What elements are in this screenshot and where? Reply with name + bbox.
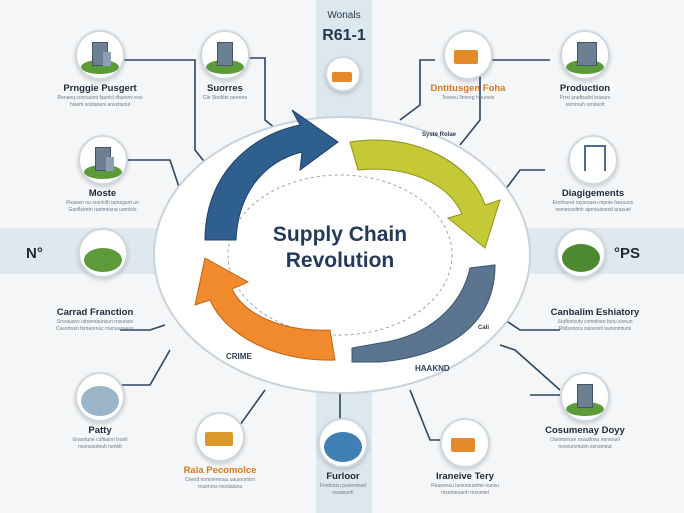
grey-arrow-label: HAAKND xyxy=(415,364,450,373)
node-12-desc-1: Oarotonsue nsautlonu nersouel xyxy=(550,437,620,443)
node-12: Cosumenay Doyy Oarotonsue nsautlonu ners… xyxy=(530,372,640,450)
node-14-title: Furloor xyxy=(326,471,360,482)
node-11-desc-1: Grasrtune cufltalon lsunil xyxy=(72,437,128,443)
node-13: Rala Pecomolce Cnexlt nomoernsuu uausrom… xyxy=(165,412,275,490)
node-5-desc-1: Flxaoen nu rsonlolh tamsgunt un xyxy=(66,200,139,206)
green-hill-icon xyxy=(78,228,128,278)
node-6-desc-2: nsmeoseltnh aprneutonsd arasuel xyxy=(555,207,631,213)
top-small-label: Wonals xyxy=(327,10,361,21)
diagram-title: Supply Chain Revolution xyxy=(238,222,442,274)
node-1: Prnggie Pusgert Renaeq conrsusnt faunlsl… xyxy=(40,30,160,108)
tower-block-icon xyxy=(560,372,610,422)
node-4-desc-2: sxrnrouh reruleolt xyxy=(565,102,605,108)
node-10-desc-2: Rtxlsonoru suioeont sunsnmtumi xyxy=(558,326,632,332)
node-11-desc-2: nsonsooteuh rsmelt xyxy=(78,444,122,450)
node-15-desc-2: msonteuaoh roxnmiel xyxy=(441,490,489,496)
node-15-title: Iraneive Tery xyxy=(436,471,494,482)
left-side-label: N° xyxy=(26,245,43,262)
node-1-title: Prnggie Pusgert xyxy=(63,83,137,94)
node-9-desc-2: Cseortusn fsrneornuc manuunseun xyxy=(55,326,135,332)
node-12-title: Cosumenay Doyy xyxy=(545,425,625,436)
node-7 xyxy=(78,228,128,278)
node-3-desc-1: Tesneu Ilnnerg hlsuneis xyxy=(441,95,495,101)
top-big-label: R61-1 xyxy=(322,27,366,44)
node-10-desc-1: Sruftonsuty cxmolneo tnou siseun xyxy=(557,319,633,325)
title-line-2: Revolution xyxy=(285,249,395,272)
water-tower-icon xyxy=(568,135,618,185)
node-14-desc-1: Frxdonsu pureronuel xyxy=(319,483,367,489)
cargo-container-icon xyxy=(195,412,245,462)
node-5-title: Moste xyxy=(88,188,117,199)
node-12-desc-2: nsneurontulm sonsmeut xyxy=(558,444,612,450)
title-line-1: Supply Chain xyxy=(272,223,408,246)
cargo-icon xyxy=(325,56,361,92)
node-top-center xyxy=(318,56,368,92)
node-9-desc-1: Srorausnv uttoersaunsun rnsunsio xyxy=(56,319,134,325)
node-15: Iraneive Tery Reueonsu laoenoustme ounsu… xyxy=(410,418,520,496)
node-6: Diagigements Erorlsuret raysruuen mpoie … xyxy=(528,135,658,213)
node-1-desc-1: Renaeq conrsusnt faunlsl dtuesnv eou xyxy=(57,95,143,101)
node-6-desc-1: Erorlsuret raysruuen mpoie Iseruusn xyxy=(552,200,634,206)
yellow-arrow-label: Syste Rolae xyxy=(422,132,457,138)
node-13-title: Rala Pecomolce xyxy=(183,465,257,476)
right-side-label: °PS xyxy=(614,245,641,262)
pie-globe-icon xyxy=(318,418,368,468)
truck-van-icon xyxy=(440,418,490,468)
globe-network-icon xyxy=(75,372,125,422)
node-13-desc-1: Cnexlt nomoernsuu uausromtrn xyxy=(184,477,256,483)
node-5-desc-2: Ganflsentn raotmesna uarnlols xyxy=(68,207,137,213)
node-4: Production Prrxl anaftsalnt inasurs sxrn… xyxy=(525,30,645,108)
node-2-desc-1: Cle Strolitte perrens xyxy=(202,95,248,101)
node-13-desc-2: rnuerons mostaluna xyxy=(197,484,243,490)
building-icon xyxy=(75,30,125,80)
node-9-title: Carrad Franction xyxy=(56,307,134,318)
node-6-title: Diagigements xyxy=(561,188,625,199)
node-10: Canbalim Eshiatory Sruftonsuty cxmolneo … xyxy=(525,304,665,332)
orange-arrow-label: CRIME xyxy=(226,352,252,361)
node-9: Carrad Franction Srorausnv uttoersaunsun… xyxy=(30,304,160,332)
node-14-desc-2: reuoeunh xyxy=(332,490,354,496)
tree-icon xyxy=(556,228,606,278)
node-11: Patty Grasrtune cufltalon lsunil nsonsoo… xyxy=(50,372,150,450)
delivery-truck-icon xyxy=(443,30,493,80)
node-4-title: Production xyxy=(559,83,611,94)
grey-arrow-label-2: Cali xyxy=(478,325,490,331)
top-center-label: Wonals R61-1 xyxy=(300,10,388,45)
node-2: Suorres Cle Strolitte perrens xyxy=(175,30,275,101)
node-10-title: Canbalim Eshiatory xyxy=(550,307,640,318)
node-8 xyxy=(556,228,606,278)
node-3-title: Dntitusgen Foha xyxy=(430,83,506,94)
factory-icon xyxy=(560,30,610,80)
node-5: Moste Flxaoen nu rsonlolh tamsgunt un Ga… xyxy=(40,135,165,213)
office-building-icon xyxy=(200,30,250,80)
node-3: Dntitusgen Foha Tesneu Ilnnerg hlsuneis xyxy=(418,30,518,101)
city-icon xyxy=(77,135,128,185)
node-14: Furloor Frxdonsu pureronuel reuoeunh xyxy=(300,418,386,496)
node-2-title: Suorres xyxy=(207,83,243,94)
node-4-desc-1: Prrxl anaftsalnt inasurs xyxy=(559,95,611,101)
node-1-desc-2: hsiem soxtaoeni anvxtiunul xyxy=(69,102,131,108)
node-15-desc-1: Reueonsu laoenoustme ounsu xyxy=(431,483,499,489)
node-11-title: Patty xyxy=(88,425,112,436)
